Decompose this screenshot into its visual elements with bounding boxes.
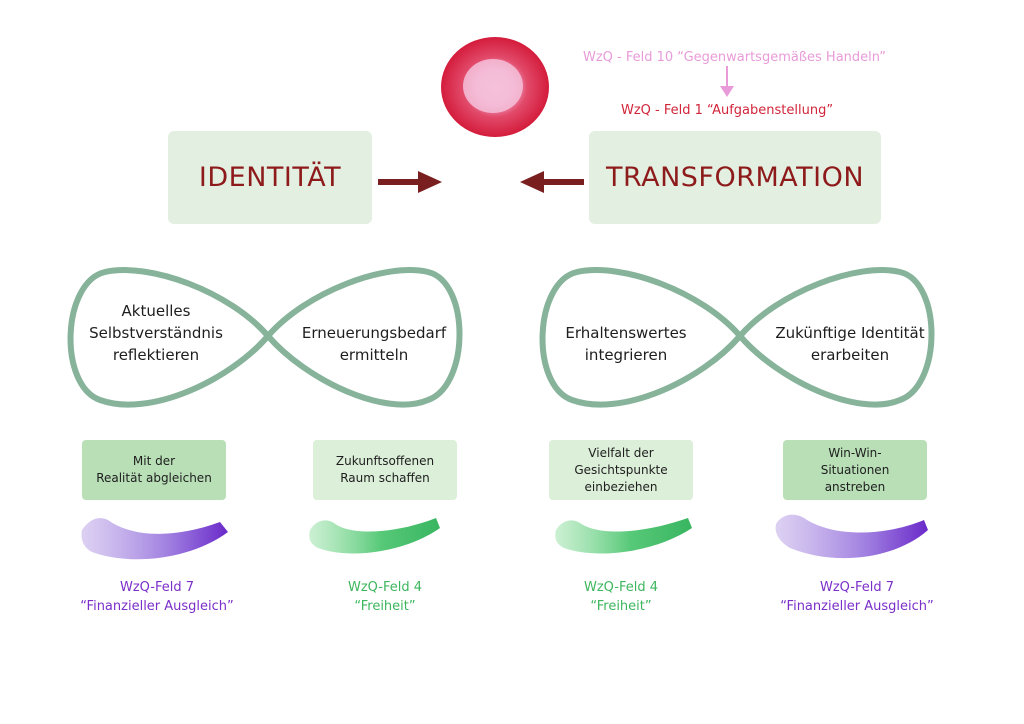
arrow-right-icon	[378, 171, 442, 193]
arrow-left-icon	[520, 171, 584, 193]
identitaet-label: IDENTITÄT	[198, 162, 342, 193]
wzq-label-1: WzQ-Feld 7 “Finanzieller Ausgleich”	[80, 580, 234, 614]
identitaet-box: IDENTITÄT	[168, 131, 372, 224]
note-feld1: WzQ - Feld 1 “Aufgabenstellung”	[621, 103, 834, 118]
box-win-win: Win-Win- Situationen anstreben	[783, 440, 927, 500]
red-blob-icon	[441, 37, 549, 137]
note-feld10: WzQ - Feld 10 “Gegenwartsgemäßes Handeln…	[583, 50, 887, 65]
green-brush-stroke-1	[309, 518, 440, 554]
wzq-label-2: WzQ-Feld 4 “Freiheit”	[348, 580, 422, 614]
infinity-loop-right-icon	[539, 267, 935, 408]
purple-brush-stroke-2	[775, 514, 928, 559]
purple-brush-stroke-1	[81, 518, 229, 560]
box-vielfalt: Vielfalt der Gesichtspunkte einbeziehen	[549, 440, 693, 500]
loop-right-b-text: Zukünftige Identität erarbeiten	[775, 324, 925, 364]
box-realitaet: Mit der Realität abgleichen	[82, 440, 226, 500]
transformation-box: TRANSFORMATION	[589, 131, 881, 224]
wzq-label-3: WzQ-Feld 4 “Freiheit”	[584, 580, 658, 614]
pink-arrow-icon	[720, 66, 734, 97]
green-brush-stroke-2	[555, 518, 692, 554]
infinity-loop-left-icon	[67, 267, 463, 408]
box-zukunftsoffen: Zukunftsoffenen Raum schaffen	[313, 440, 457, 500]
loop-right-a-text: Erhaltenswertes integrieren	[565, 324, 687, 364]
loop-left-b-text: Erneuerungsbedarf ermitteln	[301, 324, 447, 364]
loop-left-a-text: Aktuelles Selbstverständnis reflektieren	[89, 302, 223, 364]
wzq-label-4: WzQ-Feld 7 “Finanzieller Ausgleich”	[780, 580, 934, 614]
transformation-label: TRANSFORMATION	[605, 162, 865, 193]
